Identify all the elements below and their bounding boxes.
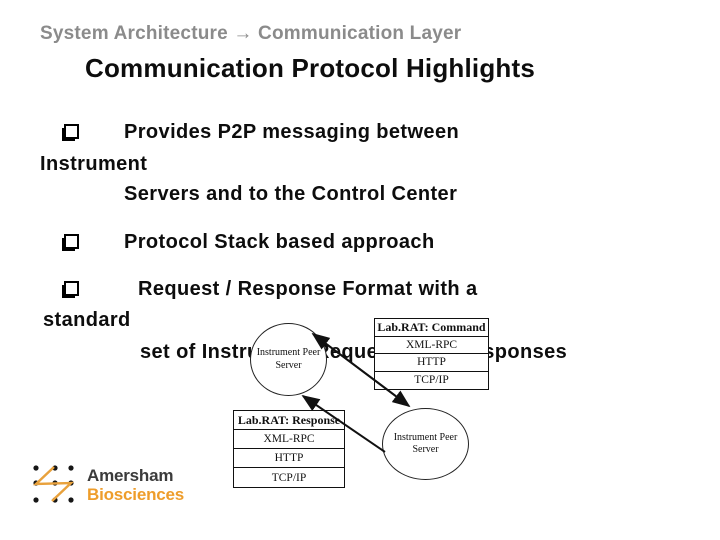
bullet-1-line-3: Servers and to the Control Center — [124, 183, 458, 205]
page-title: Communication Protocol Highlights — [85, 53, 536, 83]
peer-label: Instrument Peer — [256, 347, 321, 358]
command-protocol-stack: Lab.RAT: Command XML-RPC HTTP TCP/IP — [374, 318, 489, 390]
bullet-1-line-2: Instrument — [40, 153, 148, 175]
bullet-square-icon — [64, 281, 79, 296]
logo-brand-division: Biosciences — [87, 485, 185, 504]
stack-layer-xml-rpc: XML-RPC — [375, 337, 488, 354]
stack-header-labrat-command: Lab.RAT: Command — [375, 319, 488, 337]
stack-layer-http: HTTP — [375, 354, 488, 372]
instrument-peer-server-node-top: Instrument Peer Server — [250, 323, 327, 396]
bullet-square-icon — [64, 124, 79, 139]
bullet-2-line-1: Protocol Stack based approach — [124, 231, 435, 253]
bullet-3-line-3: set of Instrument Requests and Responses — [140, 341, 568, 363]
bullet-3-line-1: Request / Response Format with a — [138, 278, 478, 300]
bullet-1-line-1: Provides P2P messaging between — [124, 121, 460, 143]
amersham-logo-mark-icon — [32, 465, 75, 503]
stack-layer-xml-rpc: XML-RPC — [234, 430, 344, 449]
peer-label: Server — [412, 444, 439, 455]
stack-header-labrat-response: Lab.RAT: Response — [234, 411, 344, 430]
breadcrumb: System Architecture → Communication Laye… — [40, 23, 462, 44]
stack-layer-tcp-ip: TCP/IP — [414, 374, 449, 387]
peer-label: Server — [275, 359, 302, 371]
bullet-3-line-2: standard — [43, 309, 131, 331]
instrument-peer-server-node-bottom: Instrument Peer Server — [382, 408, 469, 480]
logo-accent-shape — [32, 466, 75, 502]
response-protocol-stack: Lab.RAT: Response XML-RPC HTTP TCP/IP — [233, 410, 345, 488]
stack-layer-tcp-ip: TCP/IP — [271, 471, 307, 484]
bullet-square-icon — [64, 234, 79, 249]
stack-layer-http: HTTP — [234, 449, 344, 468]
logo-brand-name: Amersham — [87, 466, 174, 485]
peer-label: Instrument Peer — [393, 431, 458, 443]
